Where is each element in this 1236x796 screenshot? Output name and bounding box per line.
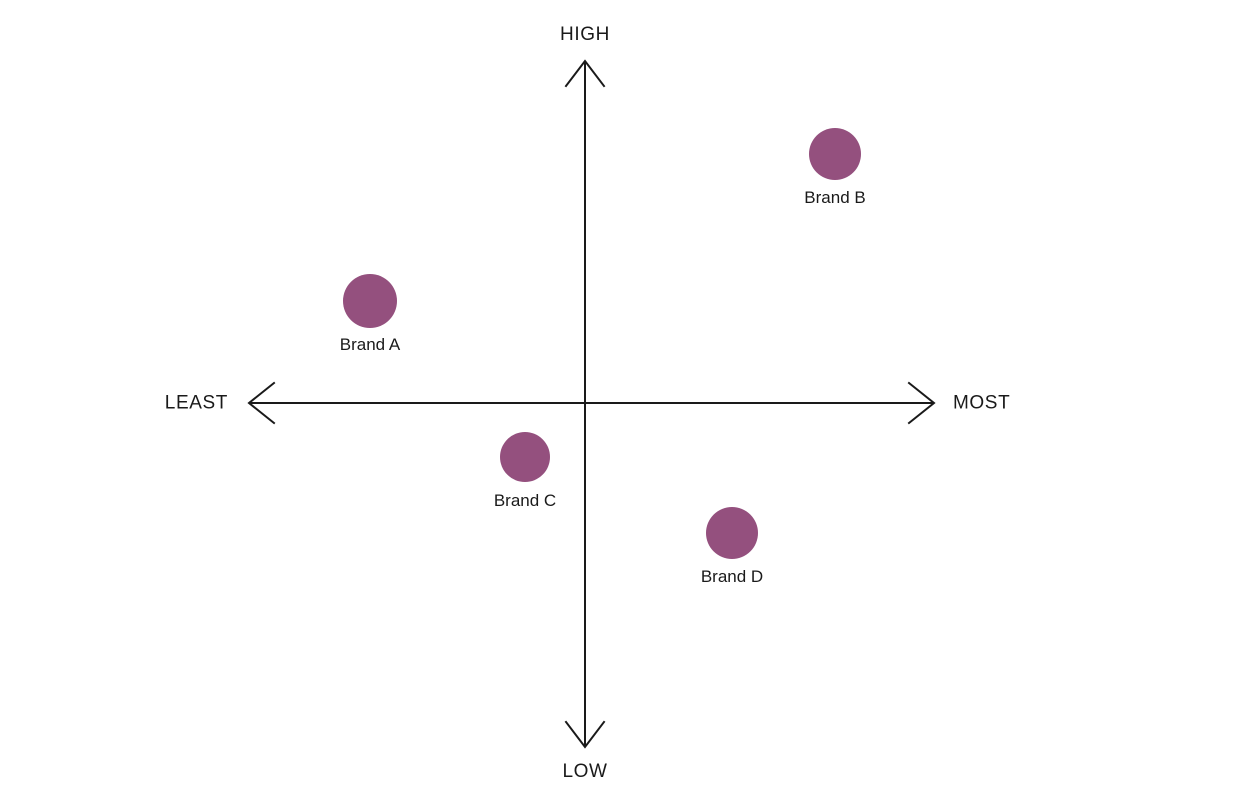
- arrowhead-down-icon: [564, 720, 606, 749]
- data-point-bubble[interactable]: [809, 128, 861, 180]
- arrowhead-right-icon: [907, 381, 936, 425]
- axis-label-high: HIGH: [560, 24, 610, 45]
- data-point-bubble[interactable]: [706, 507, 758, 559]
- data-point-bubble[interactable]: [343, 274, 397, 328]
- axis-label-low: LOW: [562, 761, 608, 782]
- arrowhead-up-icon: [564, 59, 606, 88]
- axis-label-most: MOST: [953, 392, 1011, 414]
- data-point-bubble[interactable]: [500, 432, 550, 482]
- axis-label-least: LEAST: [164, 392, 228, 414]
- data-point-label: Brand D: [700, 567, 764, 586]
- data-point-label: Brand A: [339, 335, 401, 354]
- arrowhead-left-icon: [247, 381, 276, 425]
- data-point-label: Brand C: [493, 491, 557, 510]
- data-point-label: Brand B: [804, 188, 866, 207]
